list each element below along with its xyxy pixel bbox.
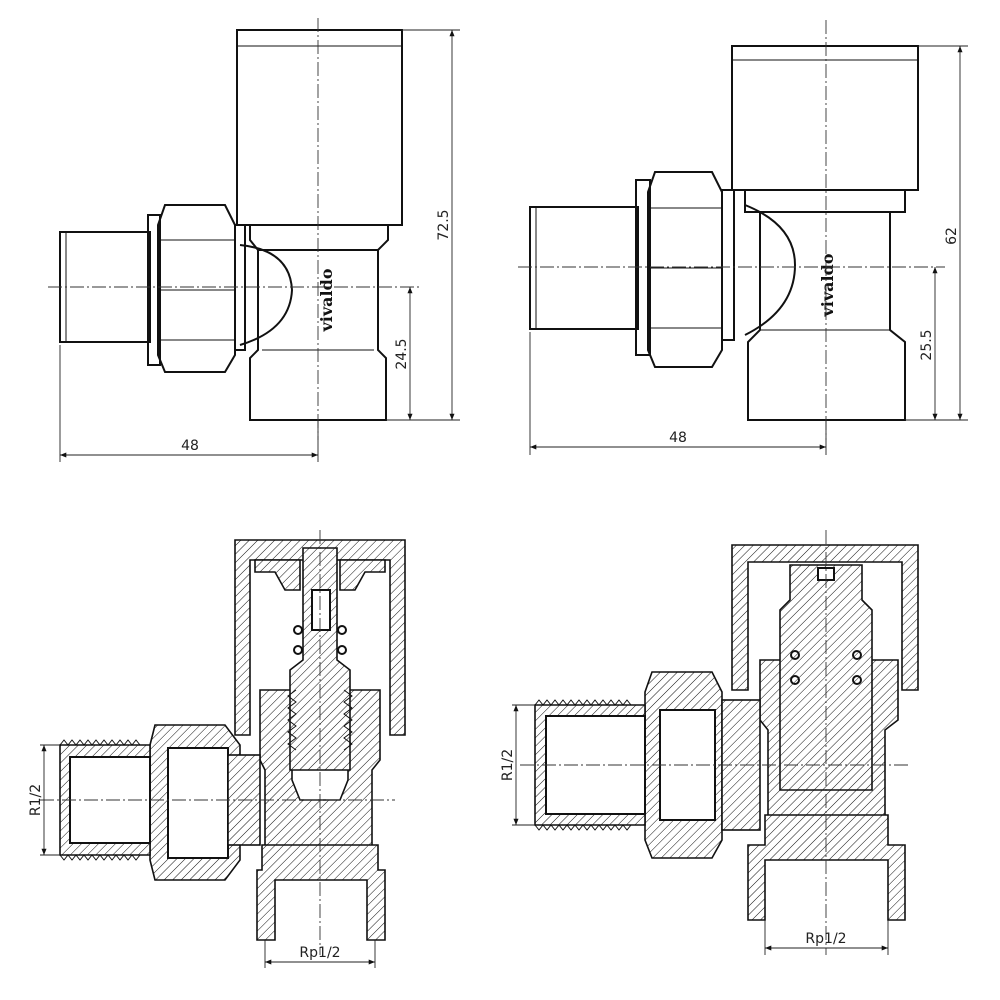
brand-label: vivaldo	[317, 268, 336, 332]
dim-outlet-thread: Rp1/2	[299, 945, 340, 961]
hex-nut	[157, 204, 236, 373]
dim-inlet-thread: R1/2	[500, 749, 516, 781]
dim-total-height: 72.5	[436, 209, 452, 240]
tail-pipe	[529, 206, 639, 330]
valve-section-bottom-right: R1/2 Rp1/2	[500, 530, 919, 955]
handle-cap-section	[731, 544, 919, 691]
spindle	[779, 564, 873, 791]
handle-cap	[731, 45, 919, 191]
dim-center-height: 24.5	[394, 338, 410, 369]
hex-nut	[647, 171, 723, 368]
dim-total-height: 62	[944, 227, 960, 245]
valve-section-bottom-left: R1/2 Rp1/2	[28, 530, 406, 968]
handle-cap	[236, 29, 403, 226]
dim-outlet-thread: Rp1/2	[805, 931, 846, 947]
dim-inlet-thread: R1/2	[28, 784, 44, 816]
valve-view-top-left: vivaldo 72.5 24.5 48	[48, 18, 460, 462]
dim-center-height: 25.5	[919, 329, 935, 360]
handle-cap-section	[234, 539, 406, 736]
dim-width: 48	[181, 438, 199, 454]
brand-label: vivaldo	[818, 253, 837, 317]
valve-view-top-right: vivaldo 62 25.5 48	[518, 20, 968, 455]
dim-width: 48	[669, 430, 687, 446]
